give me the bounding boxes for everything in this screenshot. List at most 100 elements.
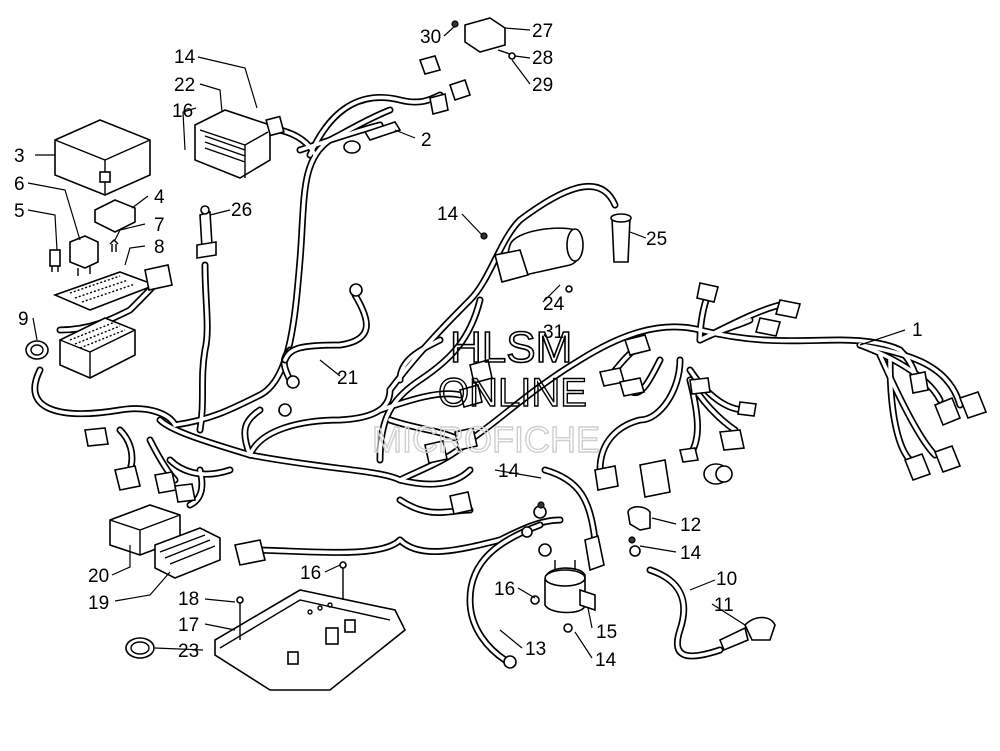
- callout-3: 3: [14, 146, 25, 167]
- relay-6: [69, 235, 99, 276]
- connector-r2: [774, 299, 802, 319]
- watermark: HLSM ONLINE MICROFICHE: [371, 322, 600, 461]
- top-relay: [451, 17, 516, 60]
- callout-19: 19: [88, 593, 109, 614]
- clip-9: [25, 340, 49, 360]
- boot-12: [627, 505, 651, 531]
- callout-24: 24: [543, 294, 565, 315]
- callout-25: 25: [646, 229, 667, 250]
- callout-22: 22: [174, 75, 195, 96]
- callout-23: 23: [178, 641, 199, 662]
- connector-r10: [594, 465, 619, 491]
- callout-29: 29: [532, 75, 553, 96]
- callout-21: 21: [337, 368, 358, 389]
- connector-m2: [459, 384, 483, 408]
- ignition-coil: [480, 227, 584, 293]
- clamp-23: [125, 637, 155, 659]
- inline-fuse-2: [343, 121, 402, 154]
- connector-r6: [618, 377, 646, 397]
- callout-27: 27: [532, 21, 553, 42]
- screw-16-sol: [530, 595, 540, 605]
- callout-13: 13: [525, 639, 546, 660]
- relay-small: [94, 199, 136, 233]
- callout-14-e: 14: [595, 650, 617, 671]
- indicator-light: [703, 463, 733, 485]
- connector-fr2: [933, 396, 962, 427]
- connector-r1: [696, 282, 719, 303]
- ground-strap-21: [278, 283, 363, 417]
- callout-14-c: 14: [498, 461, 520, 482]
- terminal-boot-11: [718, 616, 776, 652]
- watermark-line1: HLSM: [450, 323, 572, 372]
- callout-10: 10: [716, 569, 737, 590]
- callouts: 1 2 3 4 5 6 7 8 9 10 11 12 13 14 14 14 1…: [14, 21, 923, 671]
- callout-1: 1: [912, 320, 923, 341]
- callout-12: 12: [680, 515, 701, 536]
- connector-m4: [424, 440, 448, 464]
- relay-plug: [584, 534, 605, 572]
- mounting-plate: [214, 589, 407, 691]
- callout-14-a: 14: [174, 47, 196, 68]
- connector-r9: [719, 429, 745, 451]
- battery-cables: [280, 291, 724, 664]
- fuse-block: [59, 317, 136, 379]
- callout-28: 28: [532, 48, 553, 69]
- connector-fr3: [958, 391, 988, 419]
- callout-15: 15: [596, 622, 617, 643]
- connector-22: [265, 115, 285, 137]
- plug-cap-25: [610, 213, 632, 263]
- callout-20: 20: [88, 566, 109, 587]
- callout-30: 30: [420, 27, 441, 48]
- connector-m5: [449, 491, 473, 515]
- connector-l3: [154, 471, 177, 494]
- callout-18: 18: [178, 589, 199, 610]
- fuse-7: [109, 239, 119, 252]
- starter-solenoid: [544, 560, 596, 633]
- connector-top-1: [418, 55, 442, 75]
- connector-l5: [144, 264, 173, 291]
- ring-terminals: [503, 505, 641, 669]
- callout-14-d: 14: [680, 543, 702, 564]
- nut-14: [537, 501, 636, 544]
- connector-l6: [234, 539, 266, 566]
- callout-16-c: 16: [494, 579, 515, 600]
- callout-4: 4: [154, 187, 165, 208]
- fuse-5: [49, 249, 61, 272]
- connector-l1: [84, 427, 109, 447]
- watermark-line2: ONLINE: [438, 371, 587, 415]
- leader-lines: [27, 25, 906, 659]
- connector-r3: [754, 317, 782, 337]
- callout-8: 8: [154, 237, 165, 258]
- connector-r4: [623, 334, 652, 356]
- connector-l2: [114, 465, 141, 491]
- callout-16-b: 16: [300, 563, 321, 584]
- callout-31: 31: [543, 322, 564, 343]
- connector-l4: [174, 483, 196, 503]
- callout-2: 2: [421, 130, 432, 151]
- callout-17: 17: [178, 615, 199, 636]
- connector-top-3: [429, 93, 449, 115]
- connector-m1: [469, 359, 493, 384]
- module-19: [154, 527, 221, 579]
- connector-top-2: [448, 78, 472, 102]
- connector-r8: [737, 401, 757, 417]
- callout-16-a: 16: [172, 101, 193, 122]
- fuse-box-cover: [54, 119, 151, 196]
- screw-16-plate: [339, 561, 347, 600]
- screw-18: [236, 596, 244, 640]
- callout-26: 26: [231, 200, 252, 221]
- connector-fr5: [933, 444, 962, 474]
- connector-fr1: [909, 371, 929, 394]
- callout-14-b: 14: [437, 204, 459, 225]
- connector-m3: [454, 427, 478, 451]
- connector-r11: [639, 459, 671, 498]
- connector-r7: [689, 377, 711, 395]
- connector-fr4: [903, 452, 932, 482]
- sensor-26: [196, 205, 217, 259]
- callout-11: 11: [714, 595, 734, 616]
- callout-7: 7: [154, 215, 165, 236]
- voltage-regulator: [194, 109, 271, 179]
- callout-6: 6: [14, 174, 25, 195]
- connector-r12: [679, 447, 699, 463]
